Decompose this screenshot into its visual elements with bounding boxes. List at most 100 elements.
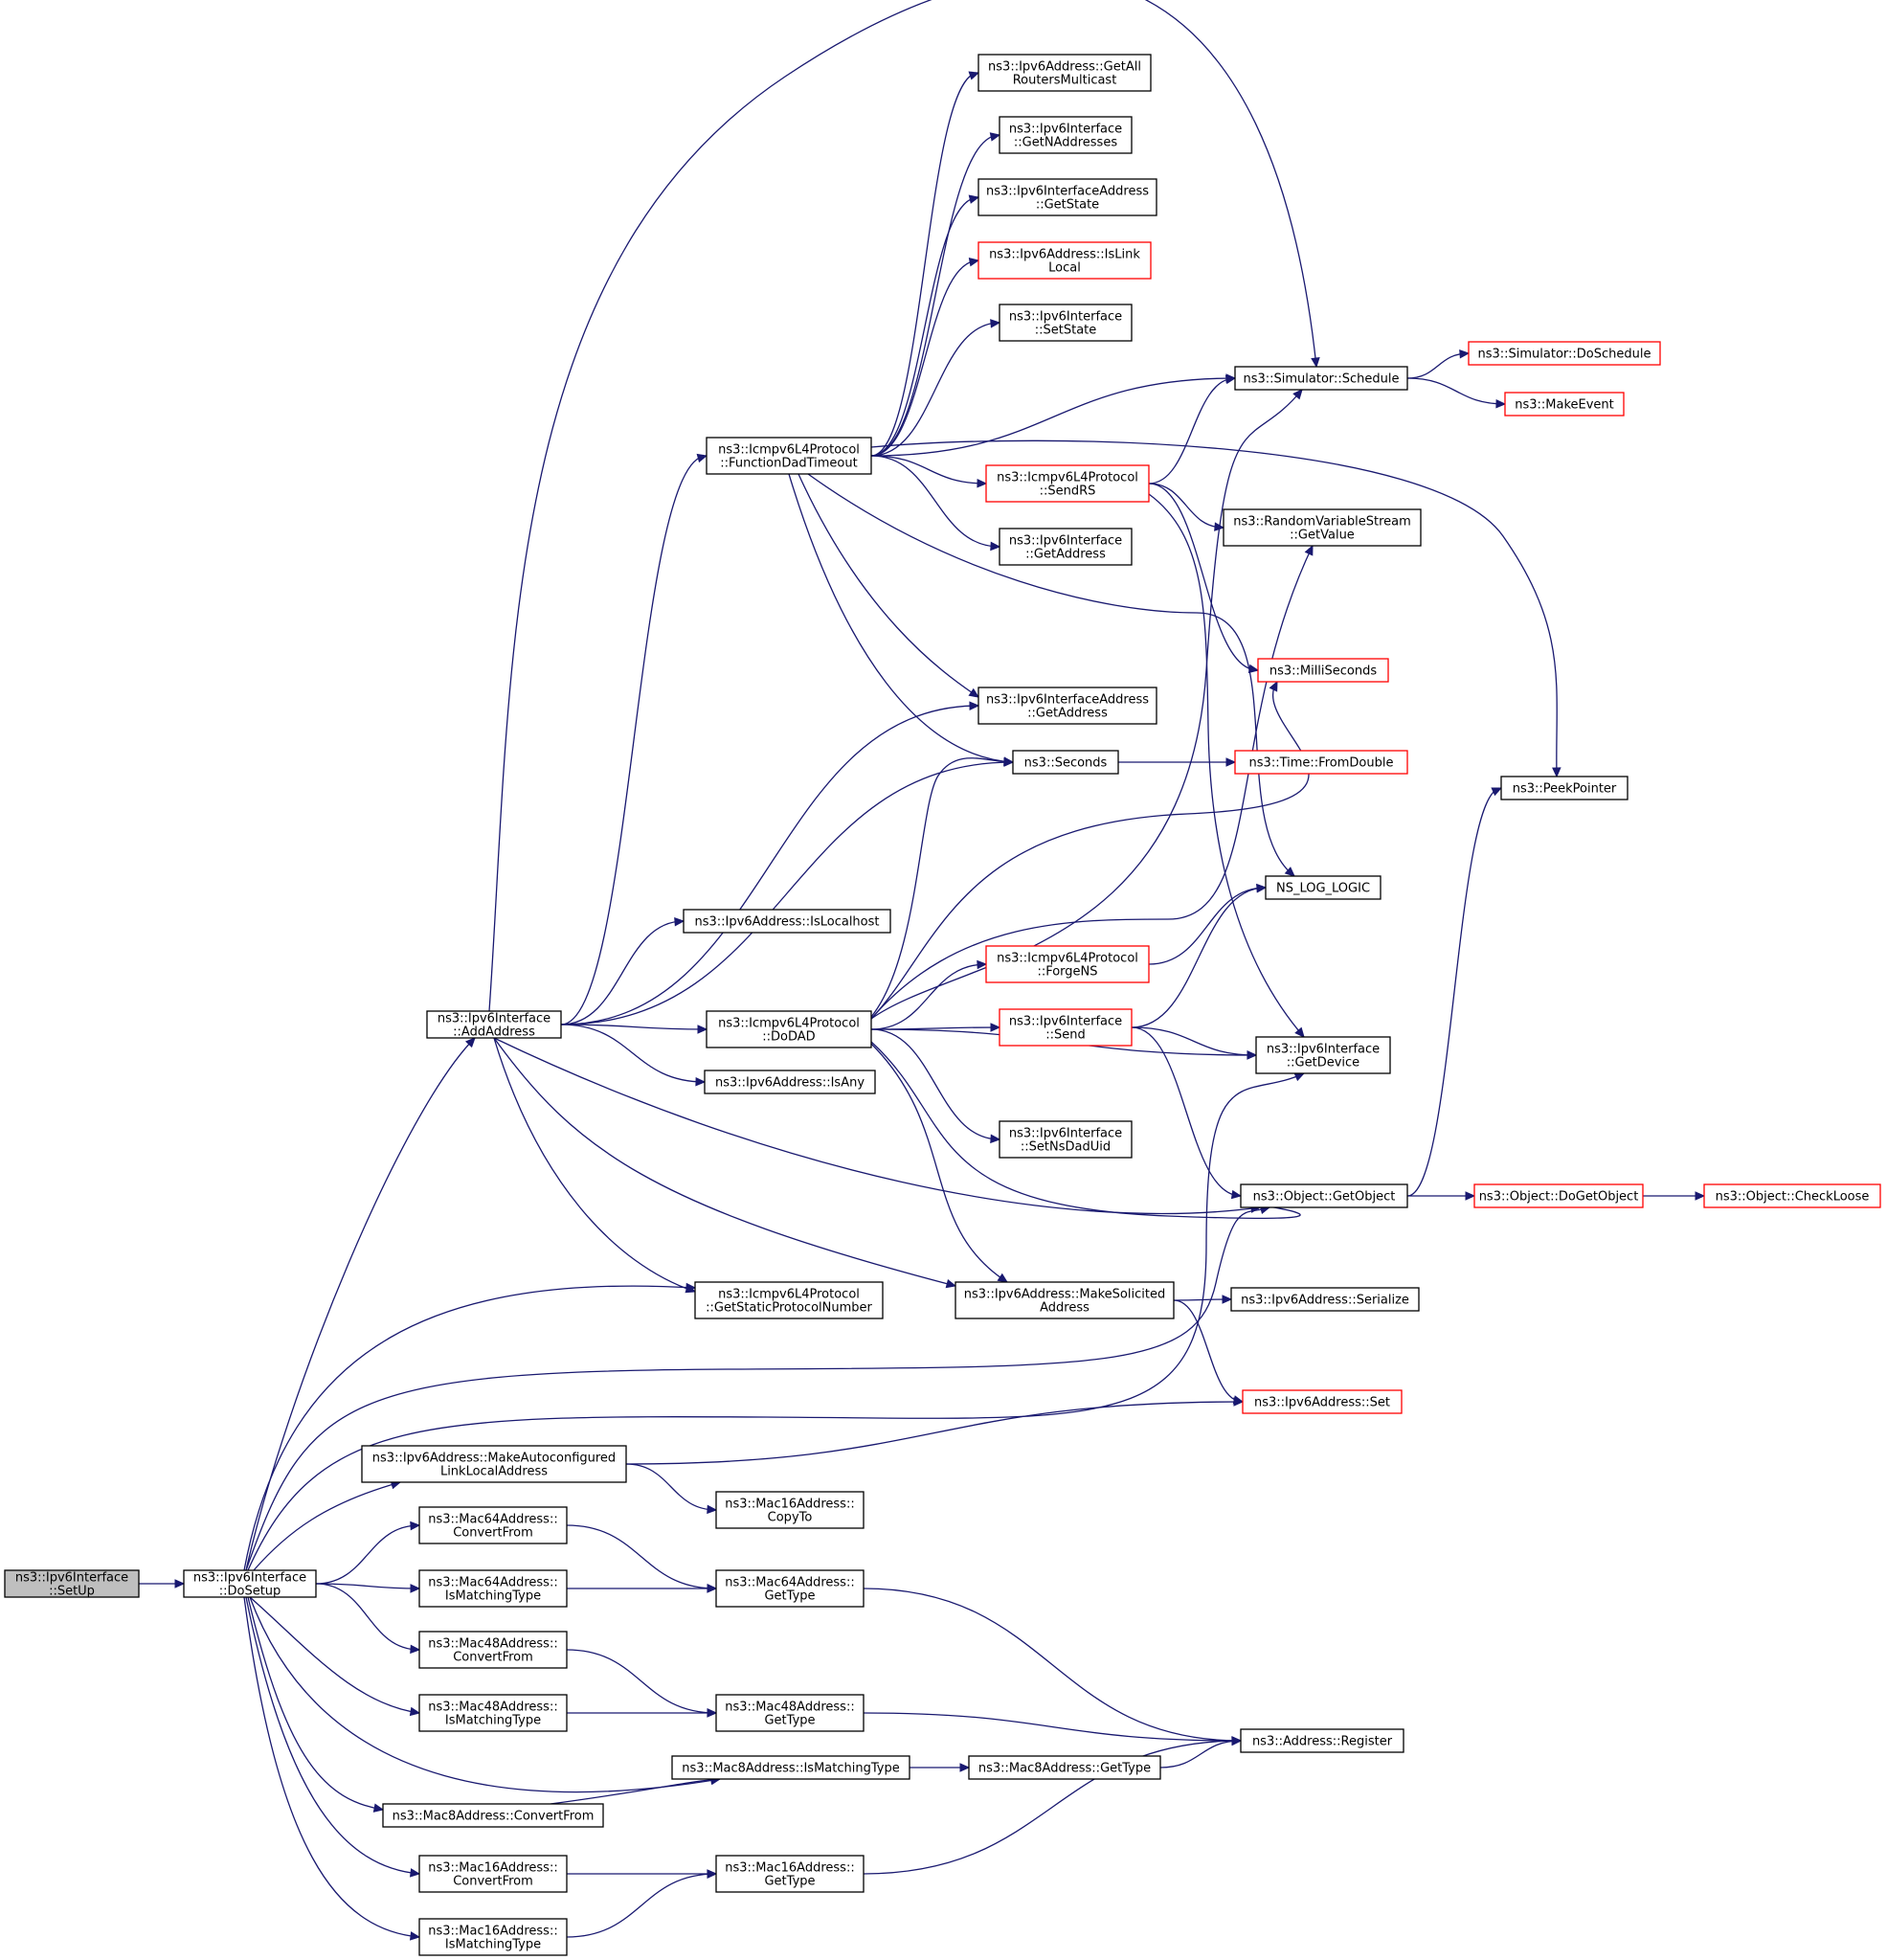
node-box[interactable] <box>418 1918 568 1956</box>
node-mac8match[interactable]: ns3::Mac8Address::IsMatchingType <box>671 1755 910 1780</box>
node-getdevice[interactable]: ns3::Ipv6Interface::GetDevice <box>1255 1036 1391 1074</box>
node-mac48match[interactable]: ns3::Mac48Address::IsMatchingType <box>418 1694 568 1732</box>
node-box[interactable] <box>977 54 1152 92</box>
node-box[interactable] <box>1468 341 1661 366</box>
node-sendrs[interactable]: ns3::Icmpv6L4Protocol::SendRS <box>985 464 1150 503</box>
node-box[interactable] <box>1240 1728 1404 1753</box>
node-mac8convert[interactable]: ns3::Mac8Address::ConvertFrom <box>382 1803 604 1828</box>
node-getobject[interactable]: ns3::Object::GetObject <box>1240 1183 1408 1208</box>
node-seconds[interactable]: ns3::Seconds <box>1012 750 1119 775</box>
node-mac8gettype[interactable]: ns3::Mac8Address::GetType <box>968 1755 1161 1780</box>
node-box[interactable] <box>418 1631 568 1669</box>
node-box[interactable] <box>715 1694 865 1732</box>
node-box[interactable] <box>426 1010 562 1039</box>
node-box[interactable] <box>1257 658 1389 683</box>
node-mac16match[interactable]: ns3::Mac16Address::IsMatchingType <box>418 1918 568 1956</box>
node-box[interactable] <box>977 687 1157 725</box>
node-mac64match[interactable]: ns3::Mac64Address::IsMatchingType <box>418 1569 568 1608</box>
node-box[interactable] <box>1012 750 1119 775</box>
node-box[interactable] <box>183 1569 317 1598</box>
node-nslog[interactable]: NS_LOG_LOGIC <box>1265 875 1382 900</box>
node-dodad[interactable]: ns3::Icmpv6L4Protocol::DoDAD <box>706 1010 872 1048</box>
node-box[interactable] <box>999 116 1133 154</box>
node-mac16convert[interactable]: ns3::Mac16Address::ConvertFrom <box>418 1855 568 1893</box>
node-forgens[interactable]: ns3::Icmpv6L4Protocol::ForgeNS <box>985 945 1150 983</box>
node-box[interactable] <box>985 464 1150 503</box>
node-box[interactable] <box>999 528 1133 566</box>
node-mac48gettype[interactable]: ns3::Mac48Address::GetType <box>715 1694 865 1732</box>
node-mac64gettype[interactable]: ns3::Mac64Address::GetType <box>715 1569 865 1608</box>
node-makeevent[interactable]: ns3::MakeEvent <box>1504 392 1625 417</box>
node-send[interactable]: ns3::Ipv6Interface::Send <box>999 1008 1133 1047</box>
node-iaGetAddress[interactable]: ns3::Ipv6InterfaceAddress::GetAddress <box>977 687 1157 725</box>
node-setnsdaduid[interactable]: ns3::Ipv6Interface::SetNsDadUid <box>999 1120 1133 1159</box>
node-box[interactable] <box>418 1855 568 1893</box>
node-mac16copyto[interactable]: ns3::Mac16Address::CopyTo <box>715 1491 865 1529</box>
node-box[interactable] <box>1255 1036 1391 1074</box>
node-box[interactable] <box>1473 1183 1644 1208</box>
node-doschedule[interactable]: ns3::Simulator::DoSchedule <box>1468 341 1661 366</box>
node-millis[interactable]: ns3::MilliSeconds <box>1257 658 1389 683</box>
node-fdt[interactable]: ns3::Icmpv6L4Protocol::FunctionDadTimeou… <box>706 437 872 475</box>
node-box[interactable] <box>418 1506 568 1544</box>
node-schedule[interactable]: ns3::Simulator::Schedule <box>1234 366 1408 391</box>
node-box[interactable] <box>1703 1183 1881 1208</box>
node-box[interactable] <box>382 1803 604 1828</box>
node-box[interactable] <box>968 1755 1161 1780</box>
node-box[interactable] <box>977 241 1152 280</box>
node-box[interactable] <box>999 1008 1133 1047</box>
node-box[interactable] <box>1230 1287 1420 1312</box>
node-makeautoconf[interactable]: ns3::Ipv6Address::MakeAutoconfiguredLink… <box>361 1445 627 1483</box>
node-iaGetState[interactable]: ns3::Ipv6InterfaceAddress::GetState <box>977 178 1157 216</box>
node-box[interactable] <box>704 1070 876 1094</box>
node-checkloose[interactable]: ns3::Object::CheckLoose <box>1703 1183 1881 1208</box>
node-isany[interactable]: ns3::Ipv6Address::IsAny <box>704 1070 876 1094</box>
node-box[interactable] <box>706 1010 872 1048</box>
node-box[interactable] <box>361 1445 627 1483</box>
node-box[interactable] <box>1234 366 1408 391</box>
node-box[interactable] <box>715 1855 865 1893</box>
node-getstaticproto[interactable]: ns3::Icmpv6L4Protocol::GetStaticProtocol… <box>694 1281 884 1319</box>
node-box[interactable] <box>706 437 872 475</box>
node-box[interactable] <box>999 304 1133 342</box>
node-ipv6set[interactable]: ns3::Ipv6Address::Set <box>1242 1389 1403 1414</box>
node-box[interactable] <box>715 1569 865 1608</box>
node-box[interactable] <box>418 1694 568 1732</box>
node-rvsget[interactable]: ns3::RandomVariableStream::GetValue <box>1223 508 1422 547</box>
node-box[interactable] <box>694 1281 884 1319</box>
node-addrregister[interactable]: ns3::Address::Register <box>1240 1728 1404 1753</box>
node-box[interactable] <box>1265 875 1382 900</box>
node-box[interactable] <box>683 909 891 934</box>
node-islocalhost[interactable]: ns3::Ipv6Address::IsLocalhost <box>683 909 891 934</box>
node-box[interactable] <box>985 945 1150 983</box>
node-box[interactable] <box>1223 508 1422 547</box>
node-peekptr[interactable]: ns3::PeekPointer <box>1500 776 1629 800</box>
node-mac48convert[interactable]: ns3::Mac48Address::ConvertFrom <box>418 1631 568 1669</box>
node-box[interactable] <box>418 1569 568 1608</box>
node-mac16gettype[interactable]: ns3::Mac16Address::GetType <box>715 1855 865 1893</box>
node-box[interactable] <box>1500 776 1629 800</box>
node-fromdouble[interactable]: ns3::Time::FromDouble <box>1234 750 1408 775</box>
node-box[interactable] <box>671 1755 910 1780</box>
node-setup[interactable]: ns3::Ipv6Interface::SetUp <box>4 1569 140 1599</box>
node-box[interactable] <box>715 1491 865 1529</box>
node-box[interactable] <box>1504 392 1625 417</box>
node-box[interactable] <box>955 1281 1175 1319</box>
node-serialize[interactable]: ns3::Ipv6Address::Serialize <box>1230 1287 1420 1312</box>
node-box[interactable] <box>977 178 1157 216</box>
node-dogetobject[interactable]: ns3::Object::DoGetObject <box>1473 1183 1644 1208</box>
node-addaddr[interactable]: ns3::Ipv6Interface::AddAddress <box>426 1010 562 1040</box>
node-box[interactable] <box>4 1569 140 1598</box>
node-mac64convert[interactable]: ns3::Mac64Address::ConvertFrom <box>418 1506 568 1544</box>
node-box[interactable] <box>1234 750 1408 775</box>
node-dosetup[interactable]: ns3::Ipv6Interface::DoSetup <box>183 1569 317 1599</box>
node-box[interactable] <box>999 1120 1133 1159</box>
node-getnaddr[interactable]: ns3::Ipv6Interface::GetNAddresses <box>999 116 1133 154</box>
node-setstate[interactable]: ns3::Ipv6Interface::SetState <box>999 304 1133 342</box>
node-box[interactable] <box>1242 1389 1403 1414</box>
node-ifGetAddress[interactable]: ns3::Ipv6Interface::GetAddress <box>999 528 1133 566</box>
node-box[interactable] <box>1240 1183 1408 1208</box>
